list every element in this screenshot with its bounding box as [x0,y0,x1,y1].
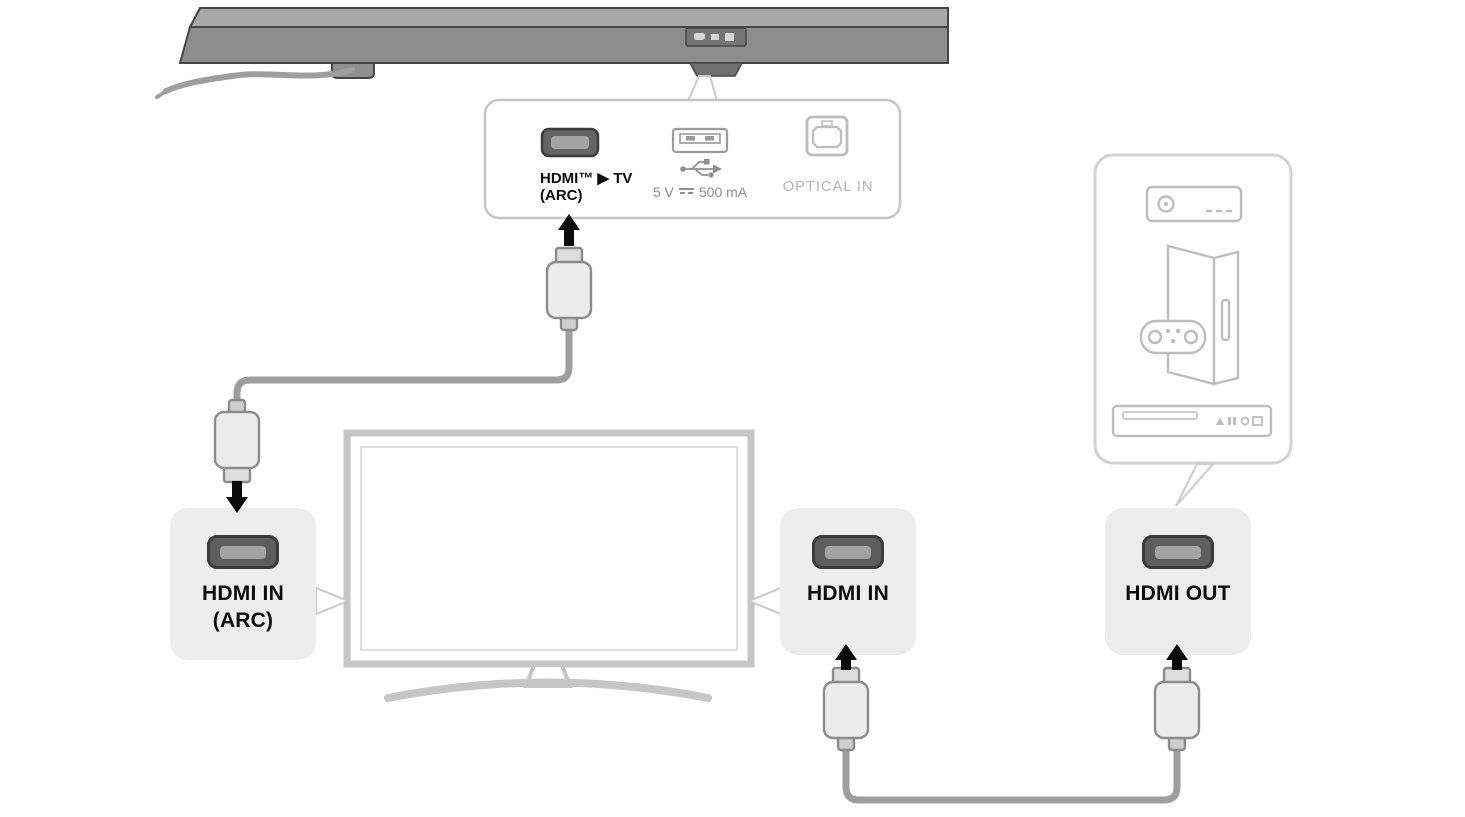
hdmi-port-icon [207,535,279,569]
hdmi-plug-to-soundbar [545,246,593,332]
hdmi-port-icon [1142,535,1214,569]
dvd-player-icon [1111,404,1273,438]
optical-port-icon [805,115,849,157]
usb-symbol-icon [680,159,722,178]
hdmi-tv-text: HDMI™ ▶ TV [540,170,633,187]
optical-port-label: OPTICAL IN [767,178,889,195]
rear-panel [483,98,902,220]
hdmi-cable-soundbar-tv [233,328,573,404]
tv-hdmi-in-label: HDMI IN [807,580,889,607]
arc-box-callout [315,586,351,616]
dc-symbol-icon [678,188,694,197]
hdmi-arc-port-label: HDMI™ ▶ TV (ARC) [540,170,632,204]
ports-callout [686,75,719,102]
hdmi-out-text: HDMI OUT [1125,582,1231,605]
gamepad-icon [1139,319,1207,355]
game-console-icon [1139,244,1240,386]
device-hdmi-out-label: HDMI OUT [1125,580,1230,607]
external-devices-box [1093,153,1293,465]
arc-text: (ARC) [212,609,274,632]
arc-text: (ARC) [540,187,583,204]
hdmi-plug-to-tv-arc [213,398,261,484]
tv-hdmi-arc-box: HDMI IN (ARC) [170,508,316,660]
set-top-box-icon [1145,185,1243,223]
usb-current-text: 500 mA [698,184,748,200]
hdmi-in-text: HDMI IN [807,582,889,605]
hdmi-plug-to-device-out [1153,666,1201,752]
power-cable [163,67,355,94]
tv-hdmi-arc-label: HDMI IN (ARC) [202,580,284,634]
usb-voltage-text: 5 V [652,184,674,200]
hdmi-cable-device-tv [842,744,1181,804]
hdmi-in-text: HDMI IN [202,582,284,605]
soundbar [155,7,949,99]
tv-stand-base [384,678,712,702]
device-hdmi-out-box: HDMI OUT [1105,508,1251,655]
hdmi-arc-port-icon [540,127,600,158]
tv-hdmi-in-box: HDMI IN [780,508,916,655]
tv-screen [360,446,738,651]
hdmi-out-box-callout [1175,463,1216,507]
optical-in-text: OPTICAL IN [782,178,874,195]
usb-port-label: 5 V 500 mA [640,184,760,200]
hdmi-port-icon [812,535,884,569]
usb-port-icon [671,127,729,154]
tv [343,429,755,702]
hdmi-plug-to-tv-in [822,666,870,752]
